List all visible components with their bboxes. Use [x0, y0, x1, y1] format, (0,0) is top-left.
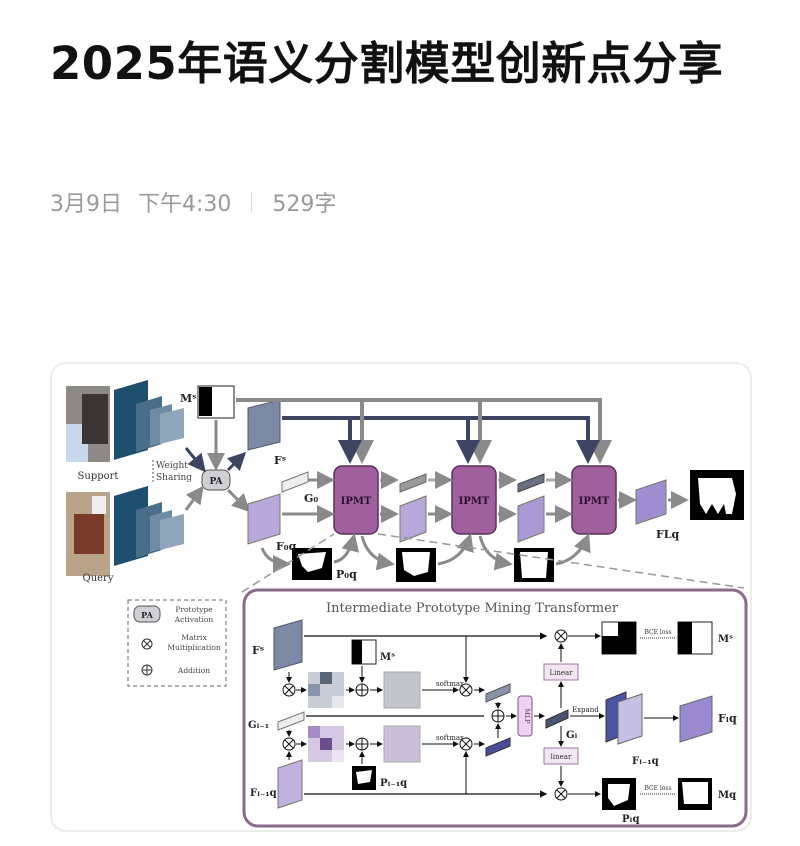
mask-p2	[514, 548, 554, 582]
legend-pa-text-1: Prototype	[175, 605, 213, 614]
detail-pq-out-label: Pₗq	[622, 814, 639, 825]
pa-label: PA	[209, 477, 223, 487]
legend-pa-text-2: Activation	[174, 615, 214, 624]
fql-label: FLq	[656, 528, 680, 541]
expand-label: Expand	[572, 706, 599, 714]
sharing-label: Sharing	[156, 473, 192, 483]
ipmt-detail-panel: Intermediate Prototype Mining Transforme…	[242, 588, 748, 828]
ipmt-label: IPMT	[459, 496, 490, 507]
p0-label: P₀q	[336, 568, 357, 581]
detail-g-prev-label: Gₗ₋₁	[248, 720, 269, 731]
mask-p1	[396, 548, 436, 582]
legend-mm-text-1: Matrix	[181, 633, 207, 642]
ipmt-label: IPMT	[579, 496, 610, 507]
article-figure[interactable]: Support Query Weight Sharing Mˢ PA Fˢ F₀…	[50, 362, 752, 832]
query-label: Query	[83, 573, 114, 584]
detail-title: Intermediate Prototype Mining Transforme…	[326, 601, 619, 616]
matrix-mult-icon	[141, 638, 153, 650]
ipmt-block-1: IPMT	[333, 465, 379, 535]
legend: PA Prototype Activation Matrix Multiplic…	[127, 599, 227, 687]
detail-ms-label: Mˢ	[380, 652, 395, 663]
publish-time: 下午4:30	[138, 192, 232, 217]
final-mask	[690, 470, 744, 520]
weight-label: Weight	[156, 461, 188, 471]
softmax-bottom: softmax	[436, 734, 464, 742]
ipmt-diagram: Support Query Weight Sharing Mˢ PA Fˢ F₀…	[66, 380, 748, 828]
ipmt-block-3: IPMT	[571, 465, 617, 535]
legend-pa-badge: PA	[141, 610, 153, 620]
legend-add-text: Addition	[177, 666, 210, 675]
attention-map-support	[308, 672, 344, 708]
article-meta: 3月9日 下午4:30 529字	[50, 186, 336, 218]
article-title: 2025年语义分割模型创新点分享	[50, 37, 724, 90]
bce-bottom-label: BCE loss	[644, 785, 671, 792]
mask-p0	[292, 548, 332, 580]
softmax-top: softmax	[436, 680, 464, 688]
legend-mm-text-2: Multiplication	[167, 643, 221, 652]
detail-fq-prev-label: Fₗ₋₁q	[250, 788, 277, 799]
ms-label: Mˢ	[180, 392, 197, 405]
ipmt-label: IPMT	[341, 496, 372, 507]
support-image	[66, 386, 110, 462]
fq0-label: F₀q	[276, 540, 297, 553]
detail-mq-out-label: Mq	[718, 790, 736, 801]
support-label: Support	[78, 471, 119, 482]
detail-fq-prev2-label: Fₗ₋₁q	[632, 756, 659, 767]
linear-bottom-label: linear	[551, 753, 572, 761]
g0-label: G₀	[304, 492, 318, 505]
ipmt-block-2: IPMT	[451, 465, 497, 535]
detail-fq-out-label: Fₗq	[718, 712, 737, 725]
support-backbone	[114, 380, 184, 460]
meta-divider	[251, 192, 253, 212]
word-count: 529字	[272, 192, 337, 217]
detail-fs-label: Fˢ	[252, 644, 264, 657]
detail-ms-out-label: Mˢ	[718, 634, 733, 645]
bce-top-label: BCE loss	[644, 629, 671, 636]
mlp-label: MLP	[523, 708, 531, 724]
detail-gl-label: Gₗ	[566, 730, 578, 741]
query-image	[66, 492, 110, 576]
detail-pq-prev-label: Pₗ₋₁q	[380, 778, 407, 789]
linear-top-label: Linear	[549, 669, 573, 677]
query-backbone	[114, 486, 184, 566]
attention-map-query	[308, 726, 344, 762]
fs-label: Fˢ	[274, 454, 286, 467]
publish-date: 3月9日	[50, 192, 122, 217]
